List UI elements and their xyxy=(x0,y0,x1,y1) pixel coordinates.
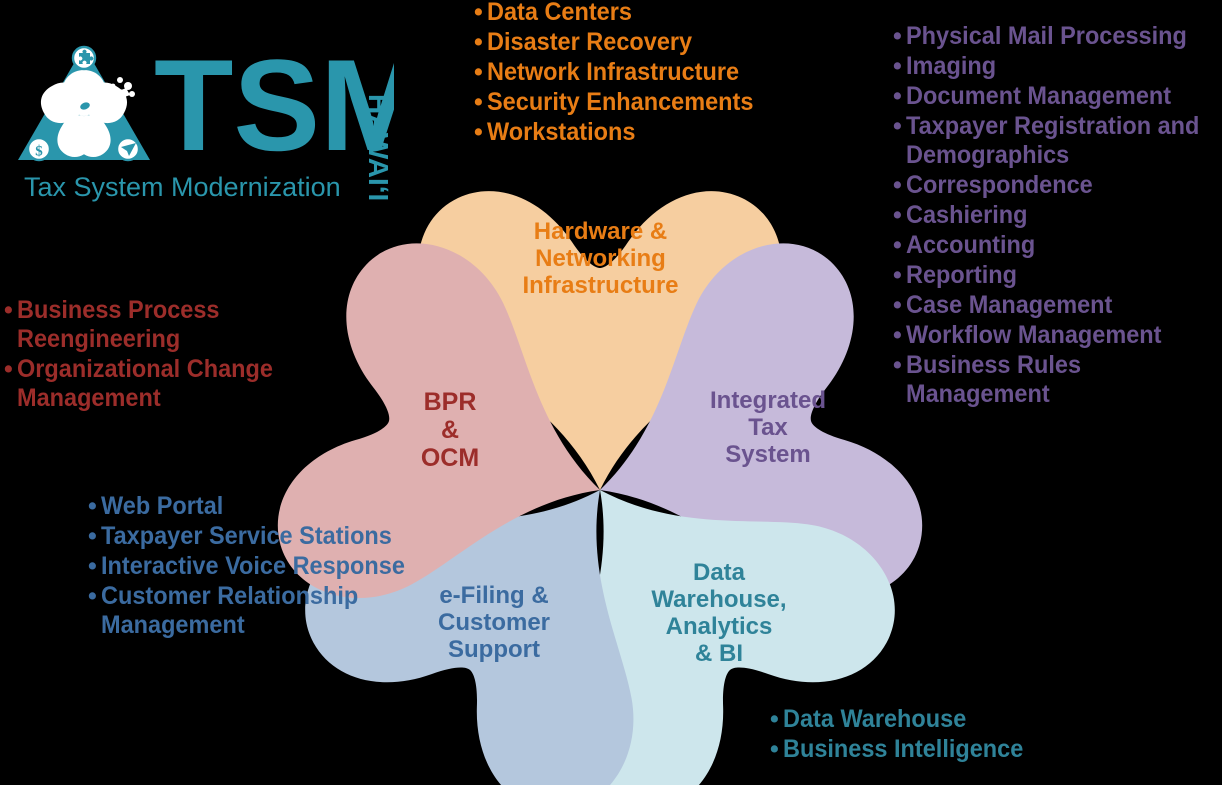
list-item: Data Centers xyxy=(474,0,894,27)
list-item: Taxpayer Registration and Demographics xyxy=(893,112,1222,170)
puzzle-piece-icon xyxy=(71,45,97,71)
list-item-label: Correspondence xyxy=(906,171,1093,199)
list-item-label: Disaster Recovery xyxy=(487,28,693,56)
list-item: Document Management xyxy=(893,82,1222,111)
tsm-acronym: TSM xyxy=(154,32,394,178)
list-item: Taxpayer Service Stations xyxy=(88,522,458,551)
list-item-label: Business Rules Management xyxy=(906,351,1082,408)
list-item: Disaster Recovery xyxy=(474,28,894,57)
list-item: Business Intelligence xyxy=(770,735,1170,764)
list-item-label: Data Warehouse xyxy=(783,705,967,733)
list-item-label: Taxpayer Registration and Demographics xyxy=(906,112,1200,169)
list-item: Workflow Management xyxy=(893,321,1222,350)
list-integrated-tax-system-items: Physical Mail Processing Imaging Documen… xyxy=(893,22,1222,410)
list-item: Imaging xyxy=(893,52,1222,81)
list-item-label: Imaging xyxy=(906,52,997,80)
list-data-warehouse-items: Data Warehouse Business Intelligence xyxy=(770,705,1170,765)
list-bpr-ocm-items: Business Process Reengineering Organizat… xyxy=(4,296,364,414)
list-item: Accounting xyxy=(893,231,1222,260)
list-item-label: Data Centers xyxy=(487,0,632,26)
list-item-label: Customer Relationship Management xyxy=(101,582,359,639)
tsm-logo-triangle-mark: $ xyxy=(18,45,150,162)
list-item-label: Document Management xyxy=(906,82,1172,110)
list-item-label: Web Portal xyxy=(101,492,224,520)
list-item: Security Enhancements xyxy=(474,88,894,117)
list-item-label: Security Enhancements xyxy=(487,88,754,116)
list-item: Web Portal xyxy=(88,492,458,521)
tsm-tagline: Tax System Modernization xyxy=(24,172,341,202)
list-item-label: Reporting xyxy=(906,261,1017,289)
list-hardware-items: Data Centers Disaster Recovery Network I… xyxy=(474,0,894,148)
list-item: Workstations xyxy=(474,118,894,147)
list-item-label: Interactive Voice Response xyxy=(101,552,405,580)
list-item-label: Physical Mail Processing xyxy=(906,22,1187,50)
list-item-label: Accounting xyxy=(906,231,1036,259)
list-item: Physical Mail Processing xyxy=(893,22,1222,51)
list-item-label: Taxpayer Service Stations xyxy=(101,522,392,550)
list-item-label: Network Infrastructure xyxy=(487,58,740,86)
paper-plane-icon xyxy=(115,136,141,162)
list-item: Interactive Voice Response xyxy=(88,552,458,581)
list-item: Cashiering xyxy=(893,201,1222,230)
list-item: Customer Relationship Management xyxy=(88,582,458,640)
list-item-label: Business Process Reengineering xyxy=(17,296,220,353)
svg-text:$: $ xyxy=(35,144,43,160)
list-item: Reporting xyxy=(893,261,1222,290)
list-item: Correspondence xyxy=(893,171,1222,200)
list-efiling-items: Web Portal Taxpayer Service Stations Int… xyxy=(88,492,458,641)
dollar-coin-icon: $ xyxy=(26,136,52,162)
list-item: Case Management xyxy=(893,291,1222,320)
list-item: Business Rules Management xyxy=(893,351,1222,409)
tsm-acronym-text: TSM xyxy=(154,32,394,178)
list-item-label: Workflow Management xyxy=(906,321,1162,349)
list-item-label: Organizational Change Management xyxy=(17,355,273,412)
list-item-label: Workstations xyxy=(487,118,636,146)
list-item: Organizational Change Management xyxy=(4,355,364,413)
list-item: Network Infrastructure xyxy=(474,58,894,87)
tsm-logo: $ TSM HAWAIʻI Tax System Modernization xyxy=(14,32,434,201)
list-item: Data Warehouse xyxy=(770,705,1170,734)
list-item-label: Business Intelligence xyxy=(783,735,1024,763)
five-petal-flower-diagram xyxy=(259,191,941,785)
hibiscus-flower-icon xyxy=(40,70,135,158)
list-item: Business Process Reengineering xyxy=(4,296,364,354)
list-item-label: Case Management xyxy=(906,291,1113,319)
list-item-label: Cashiering xyxy=(906,201,1028,229)
